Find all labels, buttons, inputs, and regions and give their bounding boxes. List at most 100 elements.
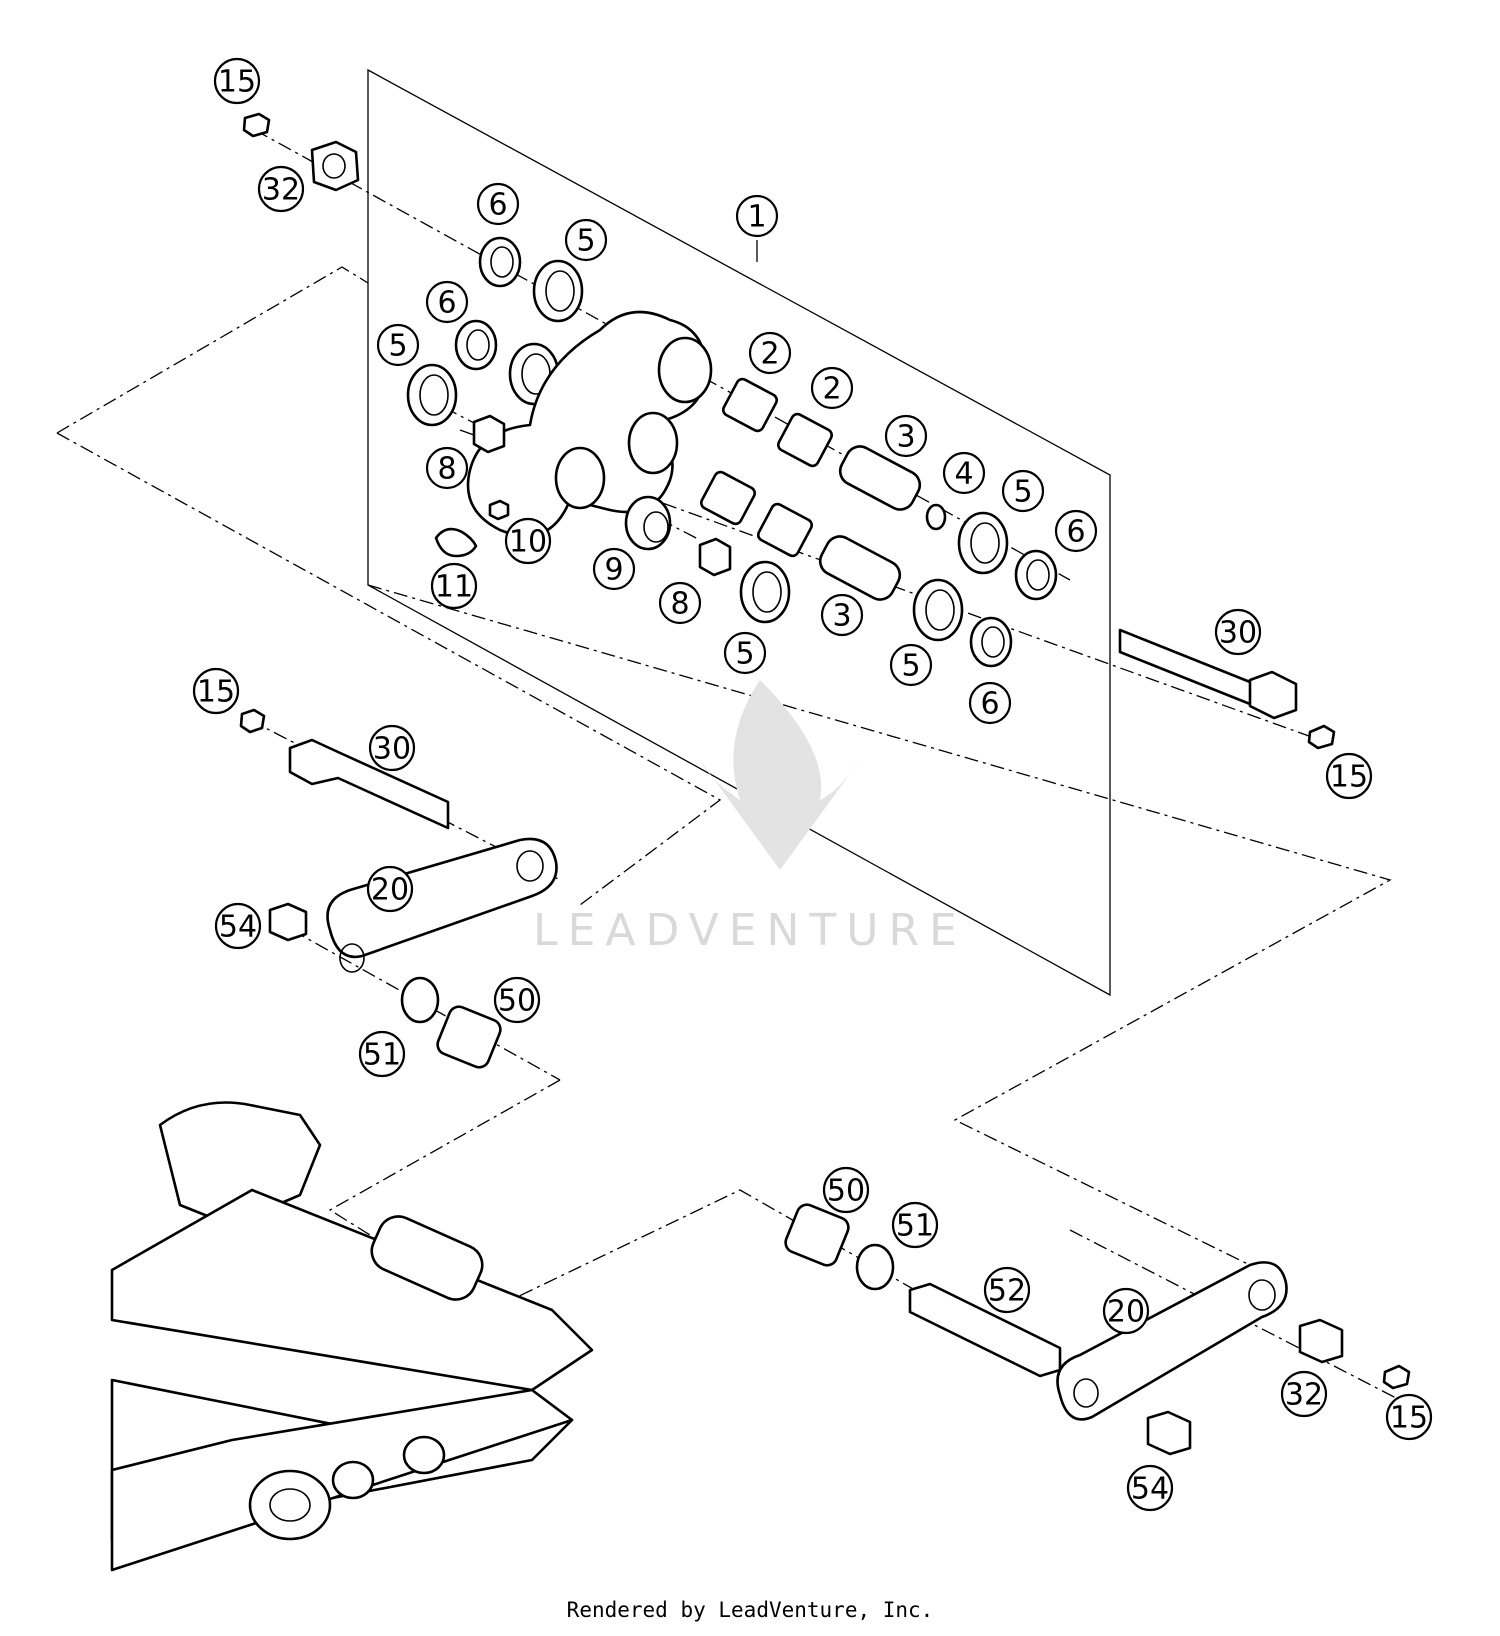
callout-circle (476, 182, 520, 226)
callout-circle (1001, 469, 1045, 513)
callout-label: 20 (371, 873, 409, 908)
callout-15: 15 (1385, 1393, 1433, 1441)
callout-50: 50 (822, 1166, 870, 1214)
callout-label: 3 (832, 599, 851, 634)
callout-3: 3 (820, 593, 864, 637)
callout-8: 8 (425, 446, 469, 490)
callout-circle (358, 1030, 406, 1078)
callout-circle (592, 547, 636, 591)
callout-label: 5 (576, 224, 595, 259)
callout-54: 54 (1126, 1464, 1174, 1512)
left-link-parts (239, 708, 558, 1069)
callout-circle (425, 446, 469, 490)
callout-label: 8 (437, 452, 456, 487)
callout-label: 4 (954, 457, 973, 492)
callout-5: 5 (1001, 469, 1045, 513)
callout-6: 6 (968, 681, 1012, 725)
callout-circle (658, 581, 702, 625)
callout-label: 5 (1013, 475, 1032, 510)
callout-label: 51 (896, 1209, 934, 1244)
callout-label: 52 (988, 1274, 1026, 1309)
callout-circle (884, 414, 928, 458)
callout-5: 5 (376, 323, 420, 367)
callout-label: 30 (1219, 616, 1257, 651)
callout-6: 6 (476, 182, 520, 226)
callout-circle (257, 165, 305, 213)
link-arm-20-left (326, 837, 558, 959)
callout-label: 54 (219, 910, 257, 945)
callout-32: 32 (1280, 1370, 1328, 1418)
callout-9: 9 (592, 547, 636, 591)
callout-label: 54 (1131, 1472, 1169, 1507)
callout-4: 4 (942, 451, 986, 495)
cap-15-top (242, 112, 271, 138)
callout-circle (983, 1266, 1031, 1314)
callout-1: 1 (735, 194, 779, 238)
callout-11: 11 (430, 562, 478, 610)
callout-20: 20 (366, 865, 414, 913)
callout-circle (822, 1166, 870, 1214)
callout-20: 20 (1102, 1287, 1150, 1335)
rocker-assembly-parts (242, 112, 1336, 750)
nut-32-top (310, 140, 360, 192)
callout-circle (748, 331, 792, 375)
callout-label: 6 (980, 687, 999, 722)
callout-circle (1280, 1370, 1328, 1418)
callout-circle (1214, 608, 1262, 656)
right-link-parts (784, 1203, 1411, 1456)
callout-label: 20 (1107, 1295, 1145, 1330)
callout-label: 50 (827, 1174, 865, 1209)
callout-label: 5 (901, 649, 920, 684)
callout-8: 8 (658, 581, 702, 625)
callout-circle (366, 865, 414, 913)
callout-circle (493, 976, 541, 1024)
callout-2: 2 (748, 331, 792, 375)
callout-50: 50 (493, 976, 541, 1024)
pin-52 (908, 1282, 1062, 1378)
watermark: LEADVENTURE (533, 680, 967, 956)
callout-circle (564, 218, 608, 262)
callout-label: 30 (373, 732, 411, 767)
callout-2: 2 (810, 366, 854, 410)
callout-15: 15 (192, 667, 240, 715)
bolt-30-left (288, 738, 450, 830)
callout-label: 32 (262, 173, 300, 208)
callout-5: 5 (723, 631, 767, 675)
callout-54: 54 (214, 902, 262, 950)
callout-label: 5 (388, 329, 407, 364)
callout-label: 6 (488, 188, 507, 223)
callout-51: 51 (891, 1201, 939, 1249)
callout-circle (968, 681, 1012, 725)
flame-logo (700, 680, 860, 870)
callout-circle (368, 724, 416, 772)
callout-label: 15 (1390, 1401, 1428, 1436)
callout-circle (1102, 1287, 1150, 1335)
callout-label: 15 (1330, 760, 1368, 795)
callout-label: 50 (498, 984, 536, 1019)
callout-5: 5 (889, 643, 933, 687)
callout-32: 32 (257, 165, 305, 213)
callout-circle (942, 451, 986, 495)
callout-circle (1385, 1393, 1433, 1441)
callout-label: 10 (509, 525, 547, 560)
callout-label: 5 (735, 637, 754, 672)
callout-circle (192, 667, 240, 715)
swingarm (110, 1101, 594, 1572)
watermark-text: LEADVENTURE (533, 905, 967, 956)
callout-circle (430, 562, 478, 610)
callout-circle (425, 280, 469, 324)
callout-circle (213, 57, 261, 105)
callout-5: 5 (564, 218, 608, 262)
callout-51: 51 (358, 1030, 406, 1078)
callout-circle (723, 631, 767, 675)
callout-10: 10 (504, 517, 552, 565)
callout-label: 6 (437, 286, 456, 321)
callout-6: 6 (1054, 509, 1098, 553)
callout-15: 15 (213, 57, 261, 105)
callout-circle (504, 517, 552, 565)
callout-circle (820, 593, 864, 637)
callout-label: 11 (435, 570, 473, 605)
link-arm-20-right (1056, 1261, 1288, 1421)
